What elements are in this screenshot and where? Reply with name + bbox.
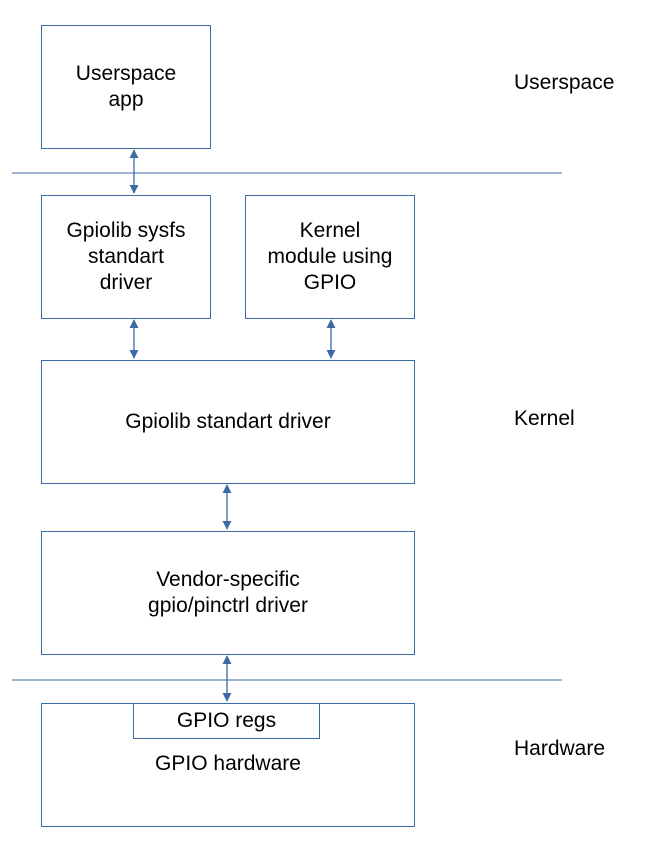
vendor-driver-box: Vendor-specific gpio/pinctrl driver xyxy=(41,531,415,655)
layer-label-hardware: Hardware xyxy=(514,737,606,760)
layer-label-kernel: Kernel xyxy=(514,407,575,430)
layer-label-userspace: Userspace xyxy=(514,71,615,94)
gpiolib-driver-box: Gpiolib standart driver xyxy=(41,360,415,484)
gpio-hardware-label: GPIO hardware xyxy=(155,752,301,775)
gpiolib-sysfs-box: Gpiolib sysfs standart driver xyxy=(41,195,211,319)
userspace-app-box: Userspace app xyxy=(41,25,211,149)
kernel-module-box: Kernel module using GPIO xyxy=(245,195,415,319)
gpio-regs-box: GPIO regs xyxy=(133,703,320,739)
